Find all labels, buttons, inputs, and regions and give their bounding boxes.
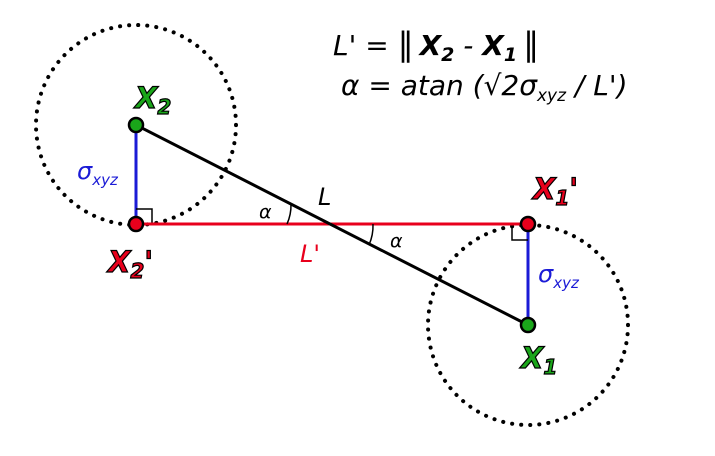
label-sigma-left: σxyz	[77, 157, 119, 189]
label-x2-prime: X2'	[106, 245, 153, 283]
l-line	[135, 123, 529, 327]
point-x2	[127, 116, 145, 134]
label-x1-prime: X1'	[531, 172, 578, 210]
uncertainty-circle-x1	[426, 223, 630, 427]
label-alpha-right: α	[390, 230, 403, 252]
label-x1: X1	[519, 341, 557, 379]
right-angle-marker-right	[511, 224, 528, 241]
label-sigma-right: σxyz	[538, 260, 580, 292]
alpha-arc-left	[286, 203, 292, 225]
point-x1	[519, 316, 537, 334]
label-alpha-left: α	[259, 201, 272, 223]
label-x2: X2	[133, 81, 171, 119]
right-angle-marker-left	[136, 208, 153, 224]
label-l-prime: L'	[300, 240, 320, 268]
point-x1-prime	[519, 215, 537, 233]
label-l: L	[318, 183, 331, 211]
formula-line-1: L' = ‖X2 - X1‖	[333, 25, 539, 66]
formula-line-2: α = atan (√2σxyz / L')	[341, 69, 628, 106]
alpha-arc-right	[368, 223, 374, 246]
point-x2-prime	[127, 215, 145, 233]
